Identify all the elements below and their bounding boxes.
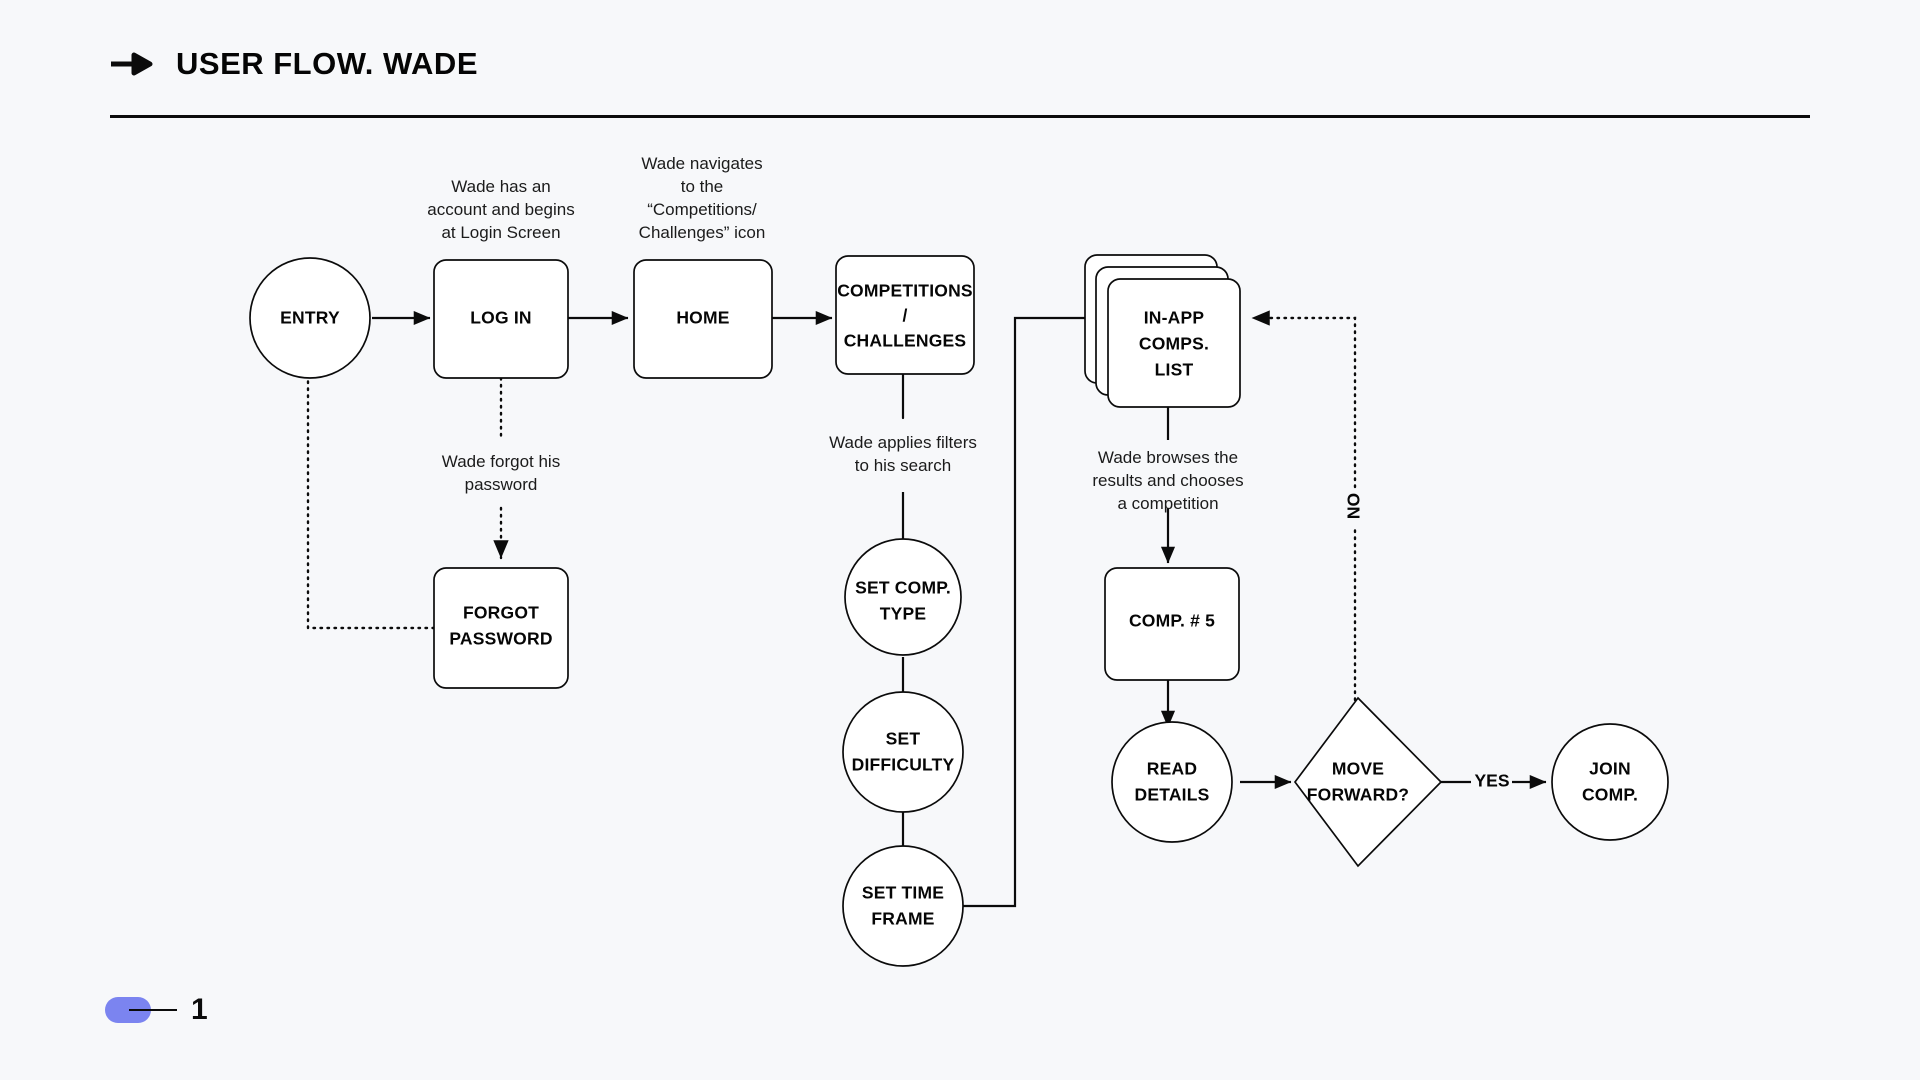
edge-set-time-frame-to-in-app-list (963, 310, 1109, 908)
edge-no-to-in-app-list (1250, 310, 1357, 489)
page-header: USER FLOW. WADE (110, 48, 478, 79)
node-join-comp-line1: JOIN (1589, 759, 1631, 779)
node-set-difficulty-line1: SET (886, 729, 921, 749)
note-login-line1: Wade has an (451, 177, 551, 196)
node-in-app-comps-list[interactable]: IN-APP COMPS. LIST (1084, 254, 1241, 408)
node-move-forward-decision[interactable]: MOVE FORWARD? (1293, 696, 1443, 868)
node-in-app-line3: LIST (1155, 360, 1194, 380)
stack-card-front (1107, 278, 1241, 408)
page-title: USER FLOW. WADE (176, 46, 478, 81)
note-browse-line2: results and chooses (1092, 471, 1243, 490)
connectors (300, 310, 1547, 908)
node-read-details-line2: DETAILS (1135, 785, 1210, 805)
node-competitions-line1: COMPETITIONS (837, 281, 973, 301)
node-in-app-line2: COMPS. (1139, 334, 1209, 354)
node-set-time-frame-line1: SET TIME (862, 883, 944, 903)
node-forgot-line2: PASSWORD (449, 629, 552, 649)
header-divider (110, 115, 1810, 118)
node-read-details-line1: READ (1147, 759, 1197, 779)
node-log-in-label: LOG IN (470, 308, 531, 328)
node-set-comp-type-line1: SET COMP. (855, 578, 951, 598)
node-read-details[interactable]: READ DETAILS (1111, 721, 1233, 843)
note-browse-line1: Wade browses the (1098, 448, 1238, 467)
note-home-line2: to the (681, 177, 724, 196)
node-set-comp-type-line2: TYPE (880, 604, 927, 624)
node-forgot-line1: FORGOT (463, 603, 539, 623)
edge-label-yes: YES (1474, 771, 1509, 791)
edge-forgot-password-to-entry (300, 331, 436, 630)
node-entry-label: ENTRY (280, 308, 340, 328)
node-comp-number[interactable]: COMP. # 5 (1104, 567, 1240, 681)
page-number: 1 (191, 993, 208, 1026)
note-login-line3: at Login Screen (441, 223, 560, 242)
node-entry[interactable]: ENTRY (249, 257, 371, 379)
node-competitions-line2: / (902, 306, 907, 326)
edge-label-no: NO (1344, 493, 1364, 519)
note-home-line3: “Competitions/ (647, 200, 757, 219)
note-filters-line2: to his search (855, 456, 951, 475)
node-set-time-frame[interactable]: SET TIME FRAME (842, 845, 964, 967)
node-competitions-line3: CHALLENGES (844, 331, 967, 351)
node-move-forward-line1: MOVE (1332, 759, 1384, 779)
node-move-forward-line2: FORWARD? (1307, 785, 1409, 805)
node-set-time-frame-line2: FRAME (871, 909, 934, 929)
footer-dash (129, 1008, 177, 1012)
page-footer: 1 (105, 995, 208, 1025)
note-forgot-line1: Wade forgot his (442, 452, 560, 471)
note-home-line1: Wade navigates (641, 154, 762, 173)
node-in-app-line1: IN-APP (1144, 308, 1205, 328)
note-login-line2: account and begins (427, 200, 574, 219)
node-set-difficulty-line2: DIFFICULTY (852, 755, 955, 775)
note-forgot-line2: password (465, 475, 538, 494)
note-home-line4: Challenges” icon (639, 223, 766, 242)
node-forgot-password[interactable]: FORGOT PASSWORD (433, 567, 569, 689)
node-comp-number-label: COMP. # 5 (1129, 611, 1215, 631)
annotations: Wade has an account and begins at Login … (427, 154, 1243, 513)
node-log-in[interactable]: LOG IN (433, 259, 569, 379)
node-home[interactable]: HOME (633, 259, 773, 379)
note-filters-line1: Wade applies filters (829, 433, 977, 452)
node-set-difficulty[interactable]: SET DIFFICULTY (842, 691, 964, 813)
node-competitions-challenges[interactable]: COMPETITIONS / CHALLENGES (835, 255, 975, 375)
right-arrow-icon (111, 52, 153, 75)
node-set-comp-type[interactable]: SET COMP. TYPE (844, 538, 962, 656)
node-home-label: HOME (676, 308, 729, 328)
node-join-comp-line2: COMP. (1582, 785, 1638, 805)
node-join-comp[interactable]: JOIN COMP. (1551, 723, 1669, 841)
note-browse-line3: a competition (1117, 494, 1218, 513)
